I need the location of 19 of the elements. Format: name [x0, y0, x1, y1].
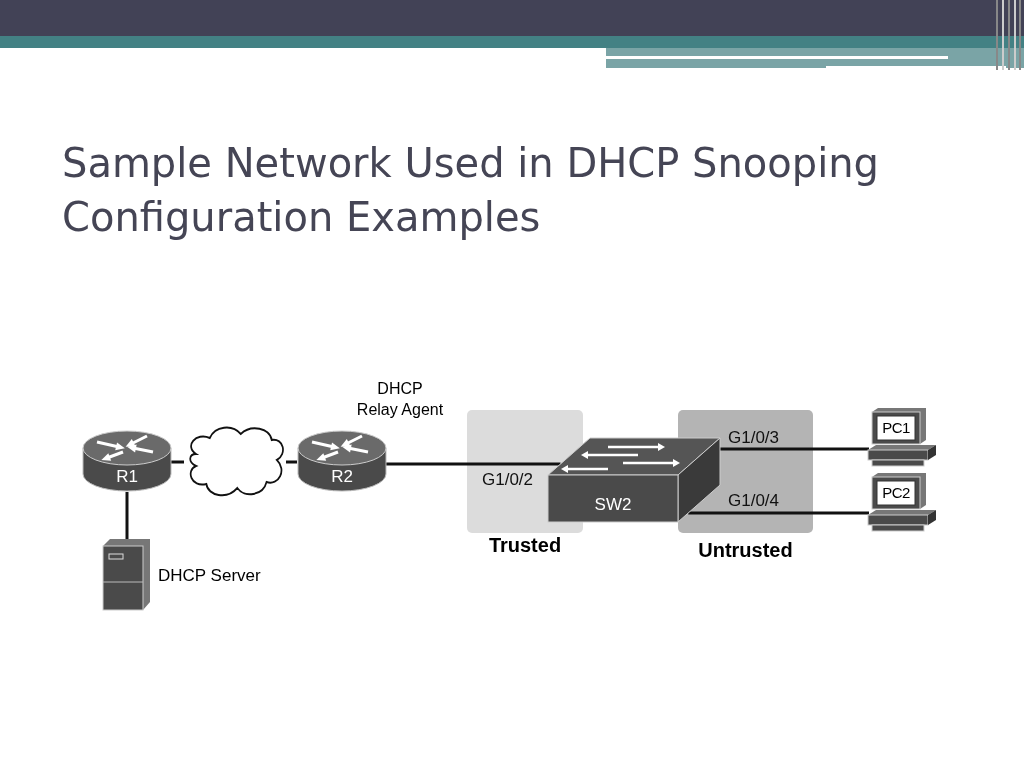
network-link [125, 492, 129, 542]
slide-title: Sample Network Used in DHCP Snooping Configuration Examples [62, 139, 880, 242]
port-label: G1/0/2 [482, 470, 534, 490]
role-caption: DHCP Relay Agent [355, 379, 445, 420]
device-label: DHCP Server [158, 566, 261, 586]
computer-label: PC1 [881, 419, 911, 436]
router-label: R1 [115, 467, 139, 487]
port-label: G1/0/3 [728, 428, 780, 448]
switch-label: SW2 [593, 495, 633, 515]
zone-label: Untrusted [697, 539, 794, 562]
network-link [386, 462, 561, 466]
port-label: G1/0/4 [728, 491, 780, 511]
zone-label: Trusted [487, 534, 563, 557]
computer-label: PC2 [881, 484, 911, 501]
network-link [286, 460, 297, 464]
network-link [720, 447, 869, 451]
network-link [688, 511, 869, 515]
router-label: R2 [330, 467, 354, 487]
network-link [171, 460, 184, 464]
